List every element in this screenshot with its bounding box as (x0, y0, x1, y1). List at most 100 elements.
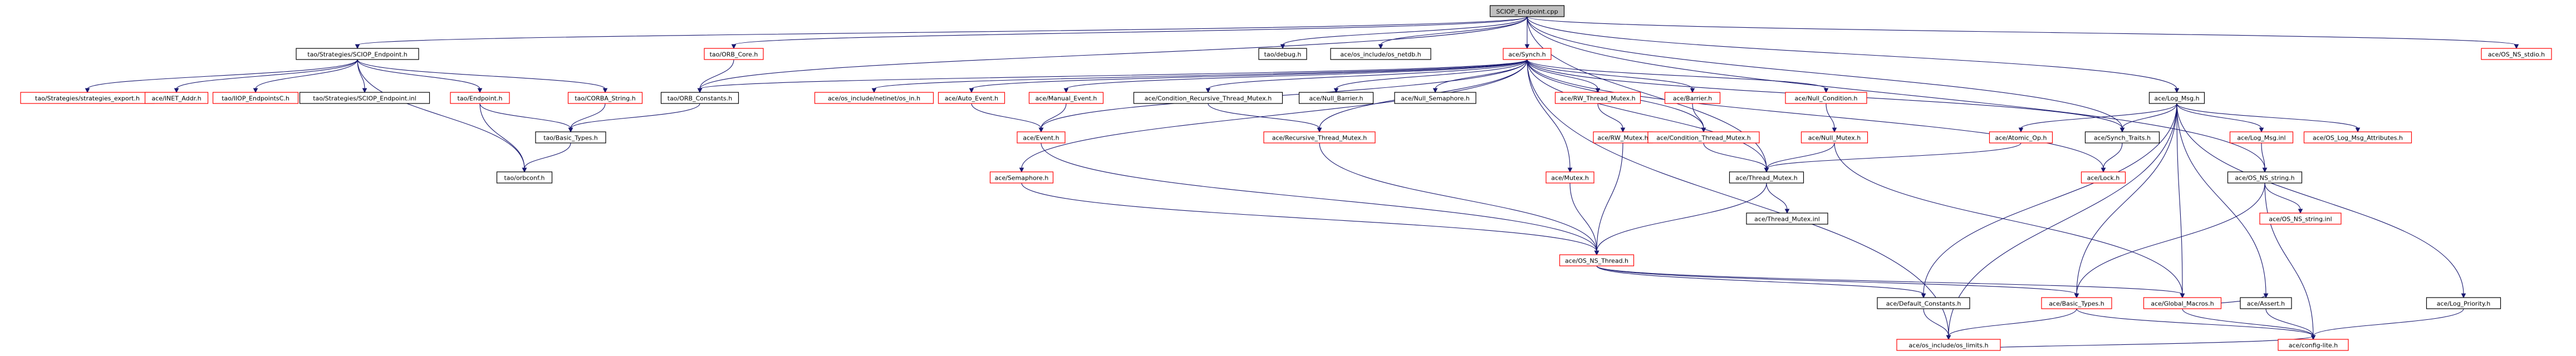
node-box (1896, 339, 2001, 351)
edge-n_synch-to-n_event (1041, 59, 1528, 129)
node-cond-thread-mutex[interactable]: ace/Condition_Thread_Mutex.h (1647, 131, 1760, 144)
node-label: ace/Thread_Mutex.h (1735, 175, 1798, 182)
node-label: ace/Auto_Event.h (945, 95, 998, 102)
edge-n_os_ns_string-to-n_config_lite (2264, 182, 2314, 337)
node-label: ace/Synch_Traits.h (2094, 135, 2151, 142)
node-box (660, 92, 739, 104)
node-basic-types-ace[interactable]: ace/Basic_Types.h (2041, 297, 2112, 309)
node-atomic-op[interactable]: ace/Atomic_Op.h (1989, 131, 2053, 144)
edge-n_root-to-n_synch_traits (1527, 16, 2123, 129)
node-sciop-ep-h[interactable]: tao/Strategies/SCIOP_Endpoint.h (296, 48, 419, 60)
edge-n_synch-to-n_orb_constants (699, 59, 1528, 90)
node-box (938, 92, 1005, 104)
node-os-ns-string-inl[interactable]: ace/OS_NS_string.inl (2259, 212, 2342, 225)
node-rw-mutex[interactable]: ace/RW_Mutex.h (1593, 131, 1653, 144)
node-label: tao/Basic_Types.h (543, 135, 598, 142)
node-semaphore[interactable]: ace/Semaphore.h (989, 171, 1054, 184)
node-null-condition[interactable]: ace/Null_Condition.h (1785, 92, 1867, 104)
edge-n_synch-to-n_thread_mutex (1527, 59, 1767, 169)
node-box (1877, 297, 1970, 309)
node-manual-event[interactable]: ace/Manual_Event.h (1028, 92, 1104, 104)
arrowhead-n_atomic_op-to-n_thread_mutex (1764, 167, 1769, 173)
node-rw-thread-mutex[interactable]: ace/RW_Thread_Mutex.h (1554, 92, 1641, 104)
node-event[interactable]: ace/Event.h (1017, 131, 1066, 144)
node-cond-rec-mutex[interactable]: ace/Condition_Recursive_Thread_Mutex.h (1133, 92, 1283, 104)
arrowhead-n_root-to-n_sciop_ep_h (355, 44, 360, 50)
node-mutex[interactable]: ace/Mutex.h (1545, 171, 1594, 184)
node-label: ace/Synch.h (1508, 51, 1545, 58)
edge-n_root-to-n_netdb (1380, 16, 1528, 46)
node-inet-addr[interactable]: ace/INET_Addr.h (144, 92, 209, 104)
node-synch[interactable]: ace/Synch.h (1503, 48, 1552, 60)
node-basic-types-tao[interactable]: tao/Basic_Types.h (535, 131, 606, 144)
node-os-log-msg-attr[interactable]: ace/OS_Log_Msg_Attributes.h (2303, 131, 2412, 144)
node-label: ace/Manual_Event.h (1036, 95, 1097, 102)
edge-n_basic_types_tao-to-n_orbconf (524, 142, 571, 169)
node-orb-constants[interactable]: tao/ORB_Constants.h (660, 92, 739, 104)
edge-n_sciop_ep_h-to-n_corba_string (357, 59, 606, 90)
arrowhead-n_sciop_ep_h-to-n_corba_string (602, 88, 608, 93)
edge-n_sciop_ep_h-to-n_strategies_export (87, 59, 358, 90)
node-box (2227, 171, 2303, 184)
node-os-limits[interactable]: ace/os_include/os_limits.h (1896, 339, 2001, 351)
node-log-msg-inl[interactable]: ace/Log_Msg.inl (2229, 131, 2294, 144)
node-box (2084, 131, 2160, 144)
node-label: tao/Endpoint.h (458, 95, 503, 102)
edge-n_default_constants-to-n_os_limits (1923, 308, 1949, 337)
node-label: ace/os_include/os_limits.h (1908, 342, 1988, 349)
node-label: ace/Mutex.h (1551, 175, 1589, 182)
edge-n_mutex-to-n_os_ns_thread (1569, 182, 1597, 252)
node-default-constants[interactable]: ace/Default_Constants.h (1877, 297, 1970, 309)
node-endpoint[interactable]: tao/Endpoint.h (450, 92, 510, 104)
arrowhead-n_log_msg-to-n_atomic_op (2018, 127, 2024, 133)
node-log-msg[interactable]: ace/Log_Msg.h (2148, 92, 2205, 104)
node-assert[interactable]: ace/Assert.h (2240, 297, 2292, 309)
edge-n_root-to-n_os_ns_string (1527, 16, 2265, 169)
node-auto-event[interactable]: ace/Auto_Event.h (938, 92, 1005, 104)
node-lock[interactable]: ace/Lock.h (2081, 171, 2126, 184)
node-box (1729, 171, 1804, 184)
node-log-priority[interactable]: ace/Log_Priority.h (2426, 297, 2501, 309)
node-debug[interactable]: tao/debug.h (1258, 48, 1307, 60)
node-corba-string[interactable]: tao/CORBA_String.h (567, 92, 643, 104)
node-netinet-in[interactable]: ace/os_include/netinet/os_in.h (814, 92, 934, 104)
node-null-mutex[interactable]: ace/Null_Mutex.h (1800, 131, 1868, 144)
edge-n_rw_mutex-to-n_os_ns_thread (1596, 142, 1623, 252)
edge-n_sciop_ep_h-to-n_orbconf (357, 59, 525, 169)
node-netdb[interactable]: ace/os_include/os_netdb.h (1330, 48, 1431, 60)
edge-n_os_ns_string-to-n_os_ns_string_inl (2264, 182, 2301, 210)
node-label: ace/Null_Condition.h (1794, 95, 1857, 102)
arrowhead-n_log_msg-to-n_os_log_msg_attr (2355, 127, 2361, 133)
node-global-macros[interactable]: ace/Global_Macros.h (2143, 297, 2222, 309)
edge-n_endpoint-to-n_orbconf (479, 103, 525, 169)
node-orbconf[interactable]: tao/orbconf.h (496, 171, 553, 184)
edge-n_synch-to-n_os_limits (1527, 59, 1949, 337)
node-thread-mutex-inl[interactable]: ace/Thread_Mutex.inl (1746, 212, 1828, 225)
node-orb-core[interactable]: tao/ORB_Core.h (704, 48, 764, 60)
node-label: tao/ORB_Constants.h (668, 95, 733, 102)
node-iiop-endpoints[interactable]: tao/IIOP_EndpointsC.h (212, 92, 299, 104)
node-label: ace/Lock.h (2087, 175, 2120, 182)
node-thread-mutex[interactable]: ace/Thread_Mutex.h (1729, 171, 1804, 184)
node-synch-traits[interactable]: ace/Synch_Traits.h (2084, 131, 2160, 144)
node-null-semaphore[interactable]: ace/Null_Semaphore.h (1394, 92, 1476, 104)
node-label: ace/OS_NS_Thread.h (1565, 258, 1628, 265)
edge-n_global_macros-to-n_config_lite (2182, 308, 2314, 337)
node-os-ns-thread[interactable]: ace/OS_NS_Thread.h (1559, 254, 1635, 266)
node-rec-thread-mutex[interactable]: ace/Recursive_Thread_Mutex.h (1263, 131, 1376, 144)
node-label: ace/config-lite.h (2289, 342, 2338, 349)
node-os-ns-string[interactable]: ace/OS_NS_string.h (2227, 171, 2303, 184)
node-null-barrier[interactable]: ace/Null_Barrier.h (1298, 92, 1374, 104)
node-barrier[interactable]: ace/Barrier.h (1664, 92, 1721, 104)
node-sciop-inl[interactable]: tao/Strategies/SCIOP_Endpoint.inl (299, 92, 430, 104)
arrowhead-n_null_condition-to-n_null_mutex (1832, 127, 1837, 133)
node-os-stdio[interactable]: ace/OS_NS_stdio.h (2481, 48, 2552, 60)
node-config-lite[interactable]: ace/config-lite.h (2278, 339, 2349, 351)
node-label: ace/Basic_Types.h (2049, 300, 2104, 308)
edge-n_semaphore-to-n_os_ns_thread (1021, 182, 1597, 252)
node-strategies-export[interactable]: tao/Strategies/strategies_export.h (20, 92, 155, 104)
edge-n_rw_thread_mutex-to-n_rw_mutex (1597, 103, 1623, 129)
edge-n_thread_mutex-to-n_os_ns_thread (1596, 182, 1767, 252)
edge-n_log_msg-to-n_assert (2176, 103, 2266, 295)
